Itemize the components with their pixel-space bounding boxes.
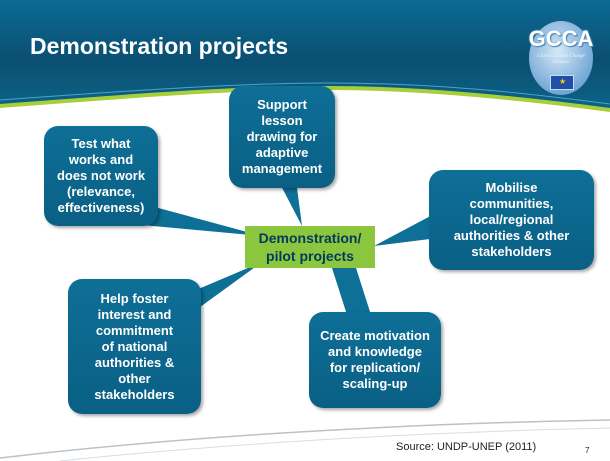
pointer-motivation xyxy=(332,268,372,318)
bubble-motivation: Create motivation and knowledge for repl… xyxy=(309,312,441,408)
pointer-mobilise xyxy=(374,212,438,246)
pointer-foster xyxy=(196,262,262,310)
pointer-support xyxy=(278,180,302,226)
bubble-foster: Help foster interest and commitment of n… xyxy=(68,279,201,414)
source-note: Source: UNDP-UNEP (2011) xyxy=(396,441,537,453)
gcca-logo: GCCA Global Climate Change Alliance ★ xyxy=(528,18,594,96)
center-box: Demonstration/ pilot projects xyxy=(245,226,375,268)
header-background xyxy=(0,0,610,112)
eu-flag-icon: ★ xyxy=(550,75,574,90)
logo-subtitle: Global Climate Change Alliance xyxy=(537,54,585,65)
bubble-support: Support lesson drawing for adaptive mana… xyxy=(229,86,335,188)
bubble-mobilise: Mobilise communities, local/regional aut… xyxy=(429,170,594,270)
logo-text: GCCA xyxy=(528,26,594,51)
bubble-test: Test what works and does not work (relev… xyxy=(44,126,158,226)
page-title: Demonstration projects xyxy=(30,33,289,59)
page-number: 7 xyxy=(585,446,590,455)
logo-globe-icon xyxy=(529,21,593,95)
footer-swoosh xyxy=(0,419,610,461)
pointer-test xyxy=(140,203,262,236)
slide-header: Demonstration projects GCCA Global Clima… xyxy=(0,0,610,125)
